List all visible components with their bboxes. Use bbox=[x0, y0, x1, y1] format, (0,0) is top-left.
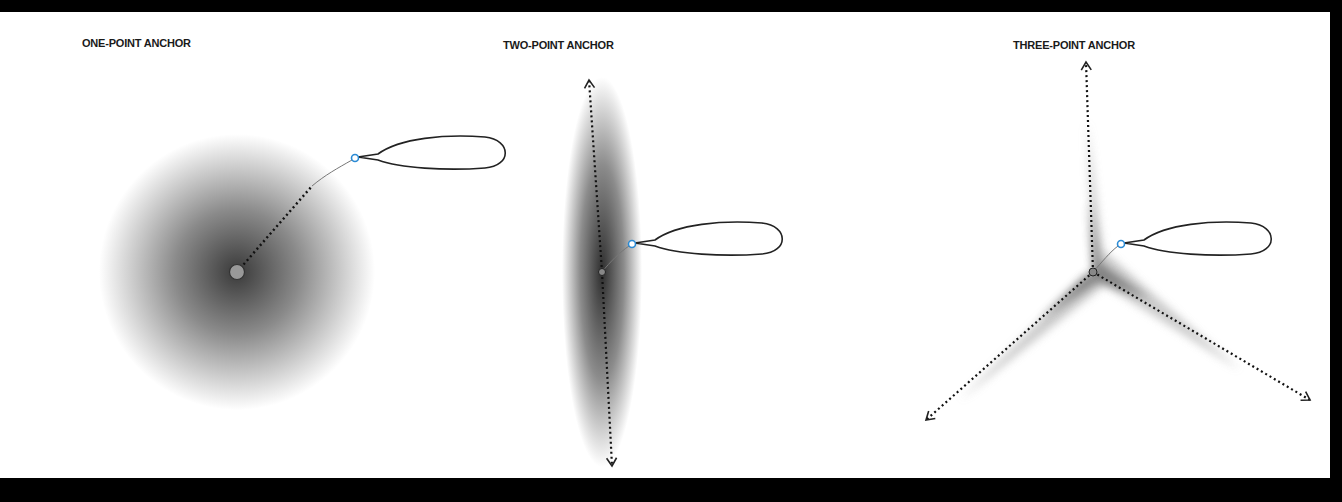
rode-line bbox=[1093, 246, 1118, 272]
rode-line bbox=[602, 246, 629, 272]
anchor-point bbox=[599, 269, 606, 276]
bow-point bbox=[352, 155, 359, 162]
anchor-rode bbox=[926, 272, 1093, 420]
panel-title: TWO-POINT ANCHOR bbox=[503, 39, 614, 51]
anchor-rode bbox=[602, 272, 612, 466]
boat-hull bbox=[358, 136, 505, 169]
panel-title: ONE-POINT ANCHOR bbox=[82, 37, 191, 49]
boat-hull bbox=[635, 222, 782, 255]
anchor-rode bbox=[589, 80, 602, 272]
anchor-rode bbox=[1086, 62, 1093, 272]
panel-title: THREE-POINT ANCHOR bbox=[1013, 39, 1135, 51]
anchor-point bbox=[230, 265, 245, 280]
swing-zone bbox=[1040, 200, 1150, 320]
ground bbox=[0, 12, 1330, 478]
anchor-rode bbox=[237, 186, 312, 272]
anchor-rode bbox=[1093, 272, 1310, 400]
anchor-point bbox=[1089, 268, 1097, 276]
boat-hull bbox=[1124, 222, 1271, 255]
swing-zone bbox=[99, 134, 375, 410]
bow-point bbox=[629, 241, 636, 248]
rode-line bbox=[312, 160, 352, 186]
swing-zone bbox=[562, 77, 642, 467]
swing-zone bbox=[960, 120, 1240, 400]
bow-point bbox=[1118, 241, 1125, 248]
